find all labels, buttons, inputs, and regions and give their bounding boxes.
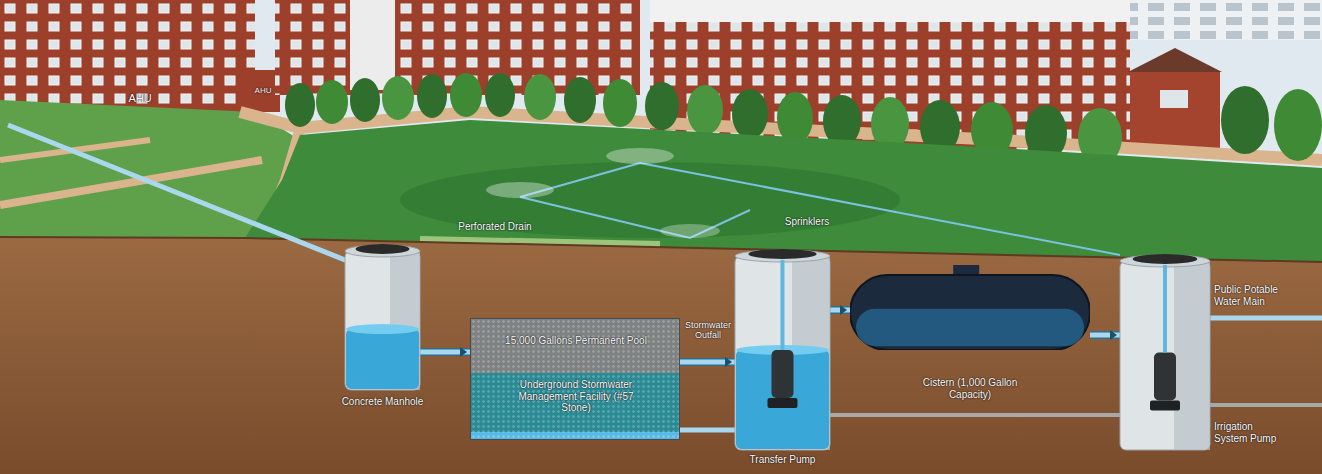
manhole-node: Irrigation System Pump (1120, 255, 1210, 450)
callout-label: AHU (120, 92, 160, 105)
manhole-rim (345, 245, 420, 257)
tree (645, 82, 679, 130)
manhole-lid (356, 244, 410, 254)
manhole-body (735, 256, 830, 450)
roof (1128, 48, 1222, 72)
water-surface (346, 324, 419, 334)
sprinkler-pipe (640, 163, 1120, 255)
callout-label: Sprinklers (772, 216, 842, 228)
window (1160, 90, 1188, 108)
storage-facility: 15,000 Gallons Permanent PoolUnderground… (470, 318, 680, 440)
return-pipe (830, 413, 1120, 417)
pump-base (768, 398, 798, 408)
brick-building (1130, 72, 1220, 152)
pipe-outline (680, 358, 735, 366)
tree (350, 78, 380, 122)
tree (732, 89, 768, 139)
manhole-node: Transfer Pump (735, 250, 830, 450)
tree (382, 76, 414, 120)
building-windows (0, 0, 255, 115)
underdrain-pipe (680, 428, 735, 433)
manhole-shape (1120, 255, 1210, 450)
brick-building (245, 70, 280, 112)
pipe-connector (680, 357, 735, 367)
return-pipe (1210, 403, 1322, 407)
sprinkler-spray (660, 224, 720, 238)
arrow-head (1110, 330, 1117, 340)
arrow-head (460, 347, 467, 357)
brick-building (0, 0, 255, 115)
sprinkler-pipe (520, 197, 750, 238)
manhole-shape (345, 245, 420, 390)
drain-pipe (8, 125, 365, 268)
manhole-lid (1133, 254, 1198, 264)
tree (316, 80, 348, 124)
callout-label: Public Potable Water Main (1214, 284, 1288, 307)
cistern-water (856, 309, 1084, 347)
pipe-label: Stormwater Outfall (681, 320, 735, 341)
manhole-body (345, 251, 420, 390)
pump-symbol (1154, 353, 1176, 401)
tree (603, 79, 637, 127)
pipe-outline (420, 348, 470, 356)
node-label: 15,000 Gallons Permanent Pool (481, 335, 671, 347)
water (346, 329, 419, 389)
sprinkler-spray (486, 182, 554, 198)
pipe-outline (830, 306, 850, 314)
node-label: Transfer Pump (720, 454, 845, 466)
manhole-lid (748, 249, 816, 259)
riser-pipe (1163, 265, 1167, 353)
node-label: Irrigation System Pump (1214, 421, 1278, 444)
tree (687, 85, 723, 135)
manhole-shape (735, 250, 830, 450)
earth-section (0, 237, 1322, 474)
tree (1221, 86, 1269, 154)
arrow-head (840, 305, 847, 315)
node-label: Concrete Manhole (320, 396, 445, 408)
pump-base (1150, 401, 1180, 411)
callout-label: AHU (247, 86, 279, 95)
pipe-connector (420, 347, 470, 357)
tree (285, 83, 315, 127)
tree (564, 77, 596, 123)
tree (450, 73, 482, 117)
manhole-body (1120, 261, 1210, 450)
tree (485, 73, 515, 117)
walkway (0, 160, 262, 205)
pipe-outline (1090, 331, 1120, 339)
arrow-head (725, 357, 732, 367)
node-label: Underground Stormwater Management Facili… (506, 379, 646, 414)
manhole-shade (1174, 261, 1210, 450)
cistern-shape (850, 265, 1090, 350)
cistern-node: Cistern (1,000 Gallon Capacity) (850, 265, 1090, 350)
tree (1274, 89, 1322, 161)
water (736, 350, 829, 449)
riser-pipe (781, 260, 785, 350)
node-label: Cistern (1,000 Gallon Capacity) (912, 377, 1028, 400)
cistern-body (850, 275, 1090, 350)
pipe-connector (830, 305, 850, 315)
callout-label: Perforated Drain (440, 221, 550, 233)
building-bay (350, 0, 395, 90)
pipe-connector (1090, 330, 1120, 340)
water-main-pipe (1210, 316, 1322, 321)
tree (777, 92, 813, 144)
sprinkler-spray (606, 148, 674, 164)
manhole-node: Concrete Manhole (345, 245, 420, 390)
lawn-shade (400, 162, 900, 238)
building-top (650, 0, 1130, 22)
pump-symbol (772, 350, 794, 398)
tree (417, 74, 447, 118)
tree (524, 74, 556, 120)
